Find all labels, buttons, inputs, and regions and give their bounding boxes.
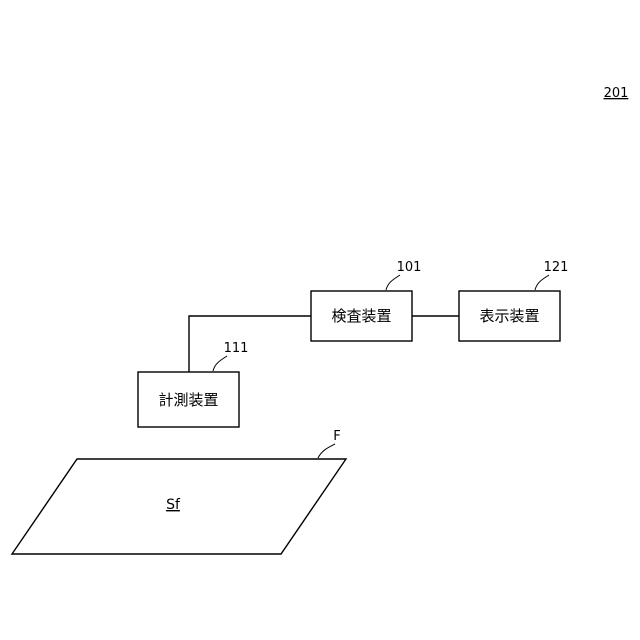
surface-ref: F: [333, 429, 340, 444]
inspection-device-label: 検査装置: [331, 307, 391, 325]
display-device-leader: [535, 275, 549, 290]
surface-label: Sf: [166, 497, 181, 513]
inspection-device-ref: 101: [397, 260, 422, 275]
block-measurement-device: 計測装置 111: [138, 341, 248, 427]
measurement-device-label: 計測装置: [158, 391, 218, 409]
surface-leader: [318, 444, 335, 458]
surface-plane: F Sf: [12, 429, 346, 554]
figure-number: 201: [604, 86, 629, 101]
display-device-label: 表示装置: [479, 307, 539, 325]
measurement-device-ref: 111: [224, 341, 249, 356]
display-device-ref: 121: [544, 260, 569, 275]
measurement-device-leader: [213, 356, 227, 371]
wire-measurement-to-inspection: [189, 316, 311, 372]
inspection-device-leader: [386, 275, 400, 290]
block-display-device: 表示装置 121: [459, 260, 568, 341]
block-inspection-device: 検査装置 101: [311, 260, 421, 341]
